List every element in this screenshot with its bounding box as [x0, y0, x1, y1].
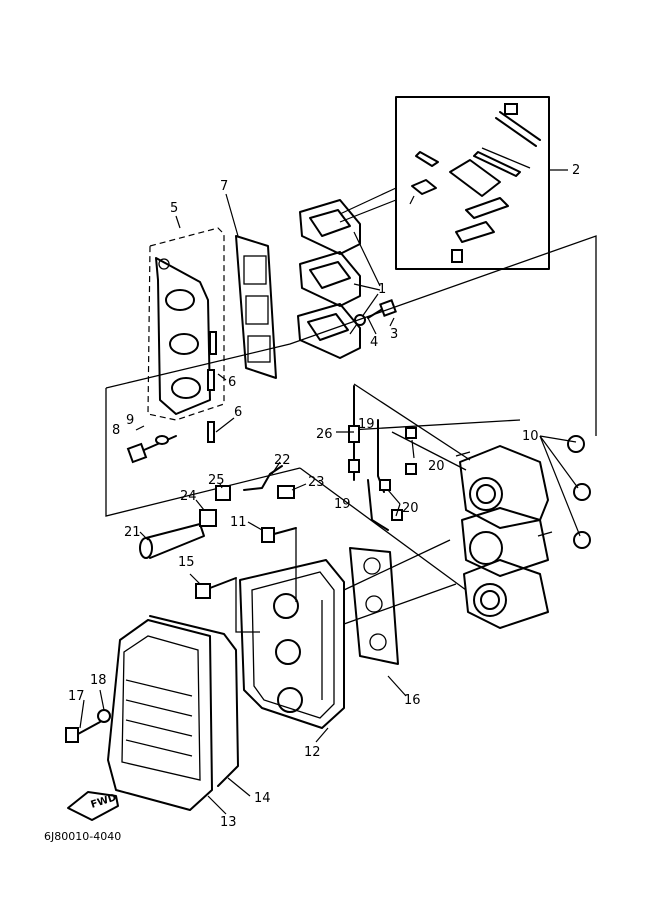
callout-9: 9	[126, 413, 134, 428]
callout-5: 5	[170, 201, 178, 216]
callout-16: 16	[404, 693, 421, 708]
fuel-hoses-19	[367, 419, 389, 531]
callout-13: 13	[220, 815, 237, 830]
bolt-17	[65, 721, 101, 743]
callout-15: 15	[178, 555, 195, 570]
fitting-24	[199, 509, 217, 527]
callout-11: 11	[230, 515, 247, 530]
callout-19b: 19	[334, 497, 351, 512]
washer-9	[155, 435, 169, 445]
bolt-15	[195, 577, 237, 599]
callout-20b: 20	[402, 501, 419, 516]
callout-21: 21	[124, 525, 141, 540]
washer-18	[97, 709, 111, 723]
callout-12: 12	[304, 745, 321, 760]
callout-4: 4	[370, 335, 378, 350]
callout-23: 23	[308, 475, 325, 490]
reed-valve-leaders	[339, 169, 568, 335]
callout-22: 22	[274, 453, 291, 468]
drawing-code: 6J80010-4040	[44, 830, 121, 843]
callout-14: 14	[254, 791, 271, 806]
callout-17: 17	[68, 689, 85, 704]
fuel-hose-26	[348, 385, 360, 481]
callout-26: 26	[316, 427, 333, 442]
callout-25: 25	[208, 473, 225, 488]
link-rod-22	[243, 465, 283, 491]
silencer-cover-13	[107, 619, 213, 811]
washer-4	[354, 314, 366, 326]
gasket-7	[235, 235, 277, 379]
callout-24: 24	[180, 489, 197, 504]
connection-lines	[299, 467, 467, 625]
callout-7: 7	[220, 179, 228, 194]
intake-manifold-plate	[147, 227, 225, 421]
callout-20a: 20	[428, 459, 445, 474]
nut-25	[215, 485, 231, 501]
gaskets-10	[567, 435, 591, 549]
gasket-14	[149, 615, 239, 787]
silencer-base-12	[239, 559, 345, 729]
bolt-leaders	[235, 528, 297, 633]
callout-19a: 19	[358, 417, 375, 432]
forward-arrow-icon	[67, 791, 119, 821]
hose-clips-20	[379, 427, 417, 521]
hose-leaders	[353, 383, 471, 471]
fitting-23	[277, 485, 295, 499]
callout-labels: 1 2 3 4 5 6 6 7 8 9 10 11 12 13 14 15 16…	[68, 163, 580, 830]
callout-6a: 6	[228, 375, 236, 390]
reed-valve-assemblies	[297, 199, 361, 359]
callout-10: 10	[522, 429, 539, 444]
pin-21	[139, 523, 205, 559]
callout-2: 2	[572, 163, 580, 178]
dowel-pins-6	[207, 331, 217, 443]
callout-8: 8	[112, 423, 120, 438]
gasket-16	[349, 547, 399, 665]
bolt-11	[261, 527, 297, 543]
callout-leaders	[79, 193, 581, 815]
callout-1: 1	[378, 282, 386, 297]
callout-3: 3	[390, 327, 398, 342]
callout-6b: 6	[234, 405, 242, 420]
carburetor-assembly	[455, 445, 553, 629]
callout-18: 18	[90, 673, 107, 688]
reed-valve-detail-box	[395, 96, 550, 270]
